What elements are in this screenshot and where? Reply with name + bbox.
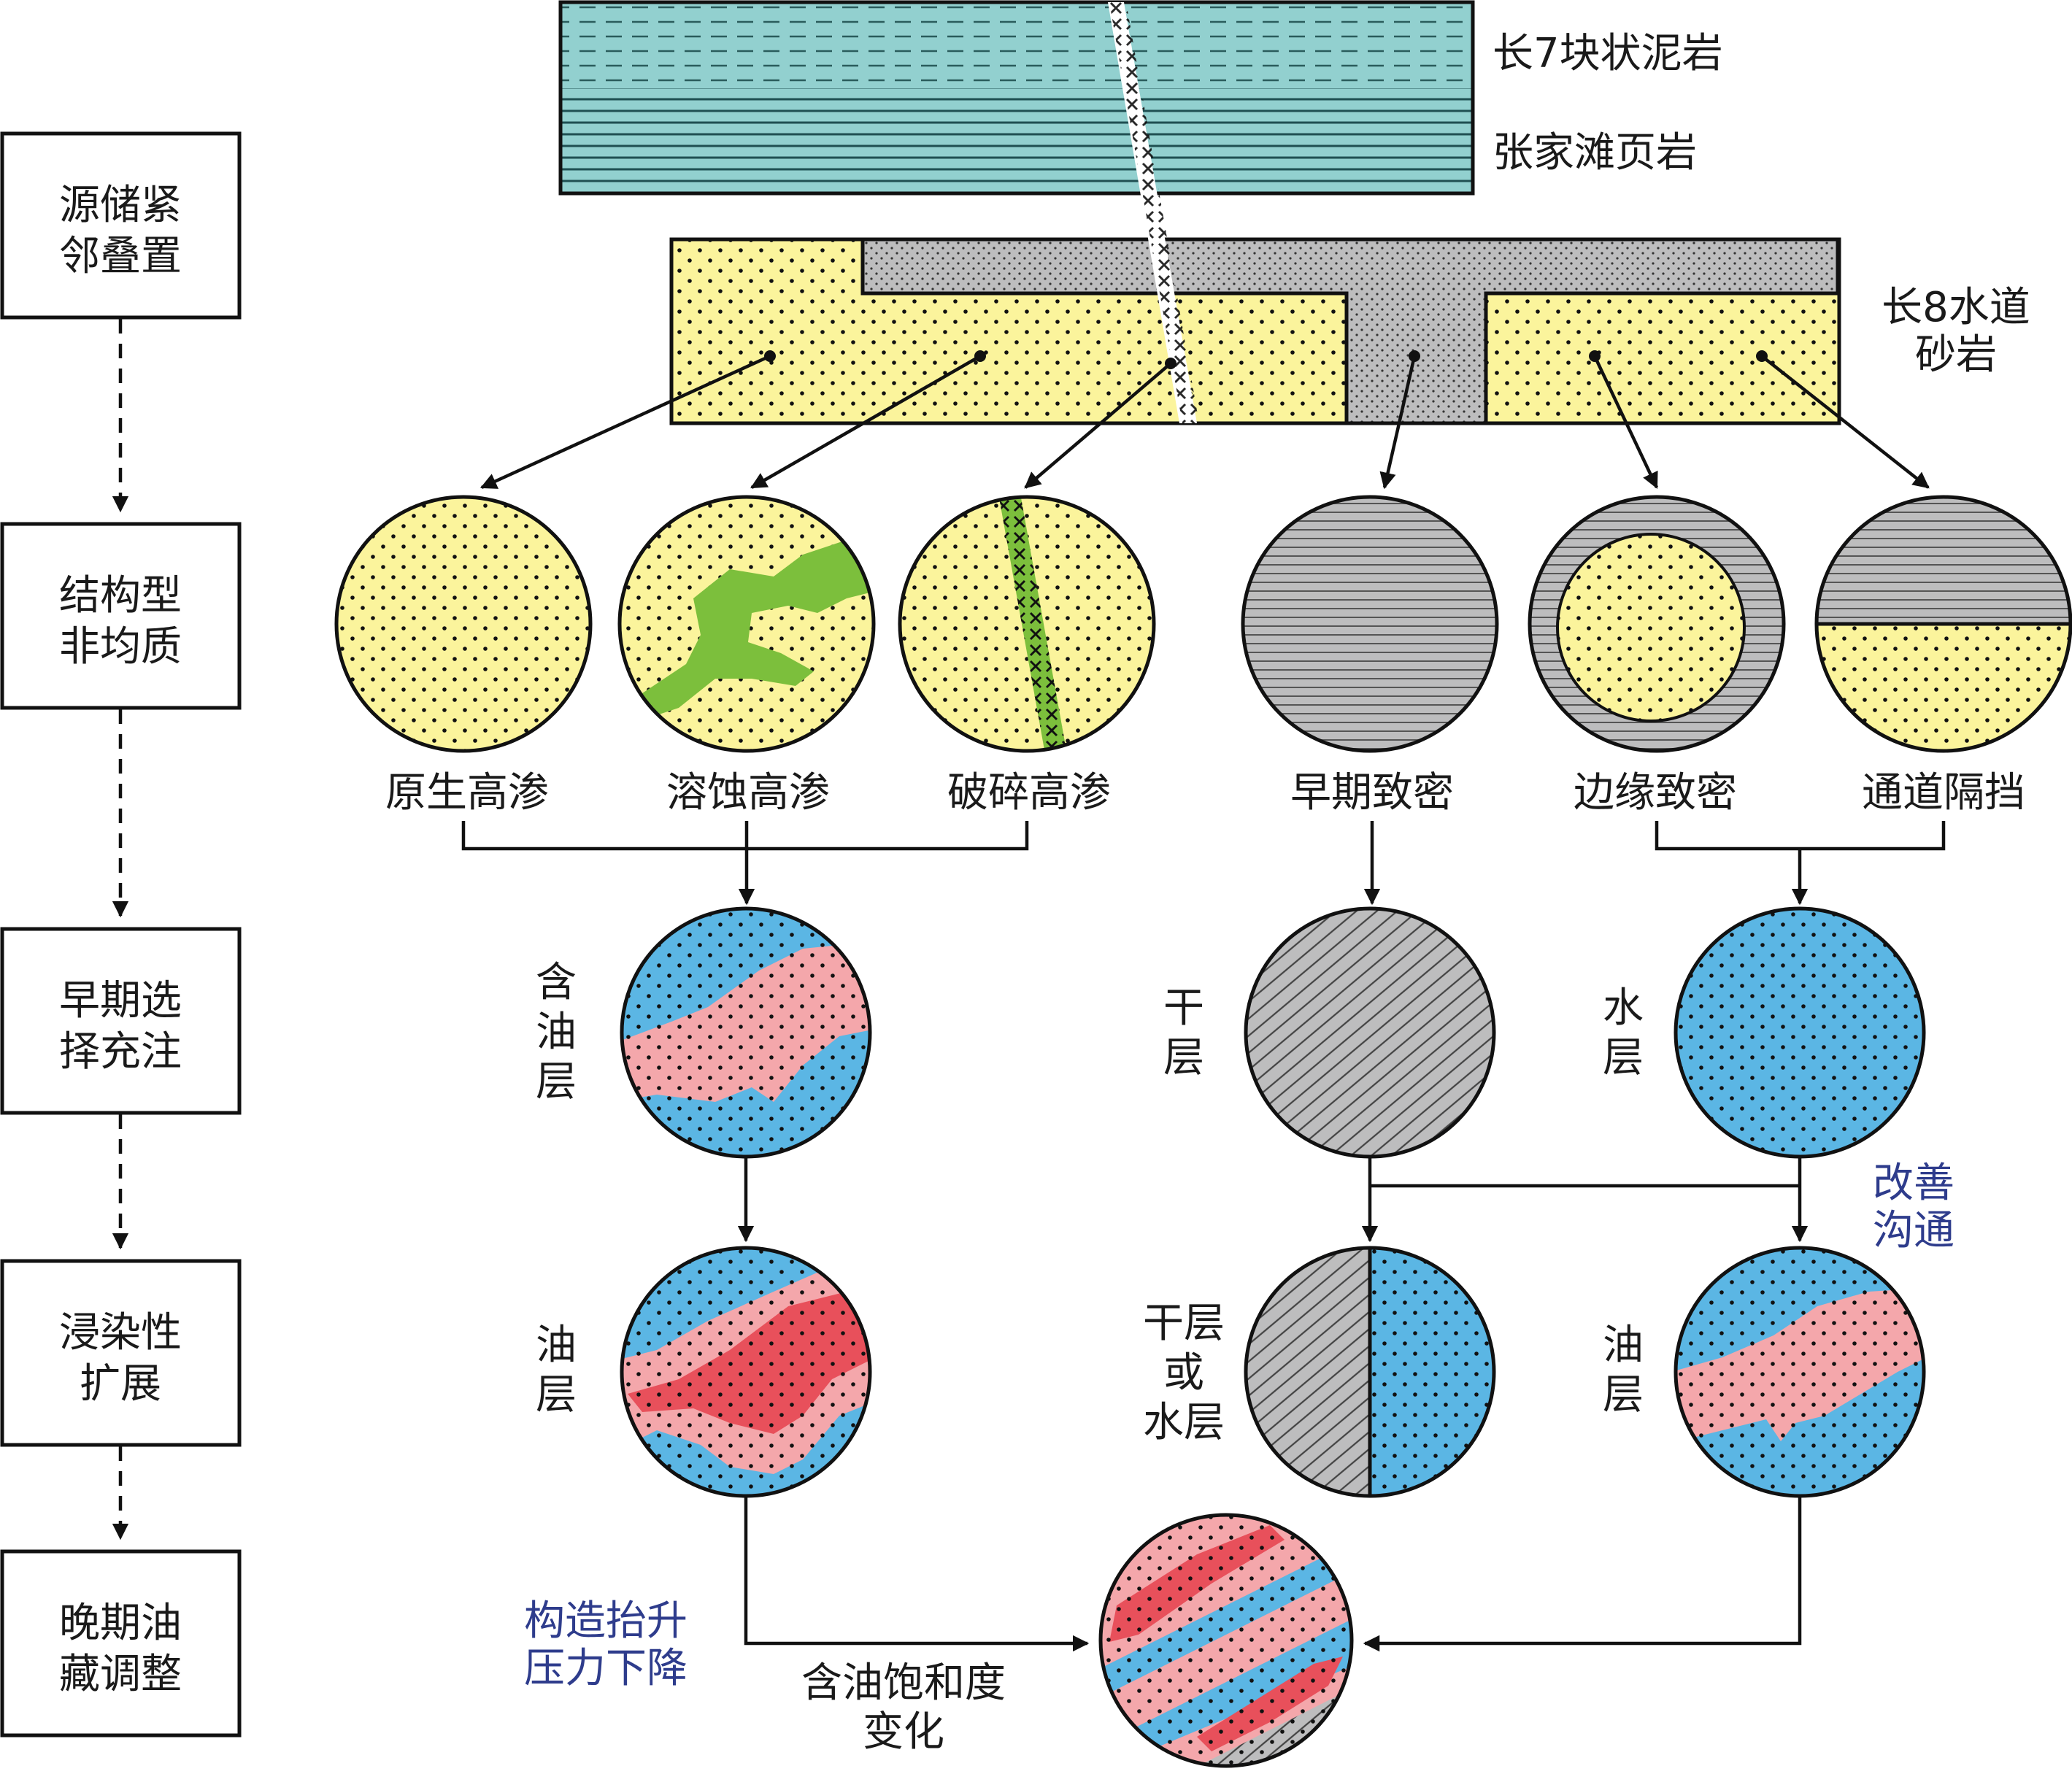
circle-oil-bearing — [620, 906, 872, 1159]
dry-or-water-line2: 或 — [1163, 1349, 1204, 1397]
fault-zone — [1108, 2, 1199, 423]
oil-left-char2: 层 — [536, 1371, 577, 1419]
oil-bearing-char3: 层 — [536, 1058, 577, 1106]
uplift-line2: 压力下降 — [524, 1645, 688, 1692]
stage-box-3: 早期选 择充注 — [0, 927, 242, 1115]
stage-box-4: 浸染性 扩展 — [0, 1259, 242, 1447]
stage-box-5: 晚期油 藏调整 — [0, 1549, 242, 1738]
water-char2: 层 — [1603, 1034, 1644, 1081]
source-rock-block — [558, 0, 1475, 196]
oil-bearing-char1: 含 — [536, 959, 577, 1006]
connectors-row3 — [737, 1158, 1809, 1243]
sandstone-label-line2: 砂岩 — [1915, 331, 1997, 379]
type-label-marginal-tight: 边缘致密 — [1574, 769, 1737, 817]
water-char1: 水 — [1603, 984, 1644, 1032]
sample-arrows — [480, 350, 1930, 490]
stage-2-line2: 非均质 — [59, 623, 182, 671]
dry-char1: 干 — [1163, 984, 1204, 1032]
dry-or-water-line1: 干层 — [1143, 1300, 1225, 1347]
shale-label: 张家滩页岩 — [1493, 129, 1697, 177]
stage-box-2: 结构型 非均质 — [0, 522, 242, 710]
improve-connection-line2: 沟通 — [1873, 1207, 1954, 1254]
connectors-row2 — [461, 821, 1946, 906]
circle-water-layer — [1674, 906, 1926, 1159]
uplift-line1: 构造抬升 — [524, 1597, 688, 1645]
circle-primary-high-perm — [334, 495, 593, 753]
type-label-dissolution: 溶蚀高渗 — [666, 769, 830, 817]
stage-column: 源储紧 邻叠置 结构型 非均质 早期选 择充注 浸染性 扩展 晚期油 藏调整 — [0, 131, 242, 1738]
type-label-channel-barrier: 通道隔挡 — [1862, 769, 2025, 817]
circle-channel-barrier — [1814, 495, 2072, 753]
stage-5-line1: 晚期油 — [59, 1600, 182, 1647]
oil-right-char2: 层 — [1603, 1371, 1644, 1419]
stage-4-line1: 浸染性 — [59, 1309, 182, 1357]
circle-early-tight — [1241, 495, 1499, 753]
connectors-row4 — [744, 1497, 1802, 1652]
type-label-early-tight: 早期致密 — [1290, 769, 1454, 817]
stage-4-line2: 扩展 — [80, 1360, 161, 1408]
stage-box-1: 源储紧 邻叠置 — [0, 131, 242, 320]
mudstone-label: 长7块状泥岩 — [1493, 30, 1723, 77]
circle-dissolution-high-perm — [617, 495, 876, 753]
sandstone-label-line1: 长8水道 — [1882, 284, 2030, 331]
circle-oil-layer-right — [1674, 1246, 1926, 1498]
stage-3-line2: 择充注 — [59, 1028, 182, 1076]
saturation-line1: 含油饱和度 — [801, 1659, 1006, 1707]
saturation-line2: 变化 — [863, 1708, 944, 1756]
circle-dry-layer — [1244, 906, 1496, 1159]
circle-oil-layer-left — [620, 1246, 872, 1498]
dry-char2: 层 — [1163, 1034, 1204, 1081]
circle-dry-or-water — [1244, 1246, 1496, 1498]
oil-left-char1: 油 — [536, 1322, 577, 1369]
stage-5-line2: 藏调整 — [59, 1651, 182, 1698]
improve-connection-line1: 改善 — [1873, 1160, 1954, 1207]
type-label-fractured: 破碎高渗 — [947, 769, 1111, 817]
circle-marginal-tight — [1528, 495, 1786, 753]
stage-2-line1: 结构型 — [59, 572, 182, 620]
sandstone-body — [669, 237, 1841, 425]
circle-fractured-high-perm — [898, 495, 1156, 753]
oil-bearing-char2: 油 — [536, 1009, 577, 1056]
type-label-primary: 原生高渗 — [385, 769, 549, 817]
circle-late-adjustment — [1098, 1513, 1354, 1768]
stage-3-line1: 早期选 — [59, 977, 182, 1025]
stage-1-line1: 源储紧 — [59, 182, 182, 229]
oil-right-char1: 油 — [1603, 1322, 1644, 1369]
stage-1-line2: 邻叠置 — [59, 233, 182, 280]
dry-or-water-line3: 水层 — [1143, 1399, 1225, 1446]
